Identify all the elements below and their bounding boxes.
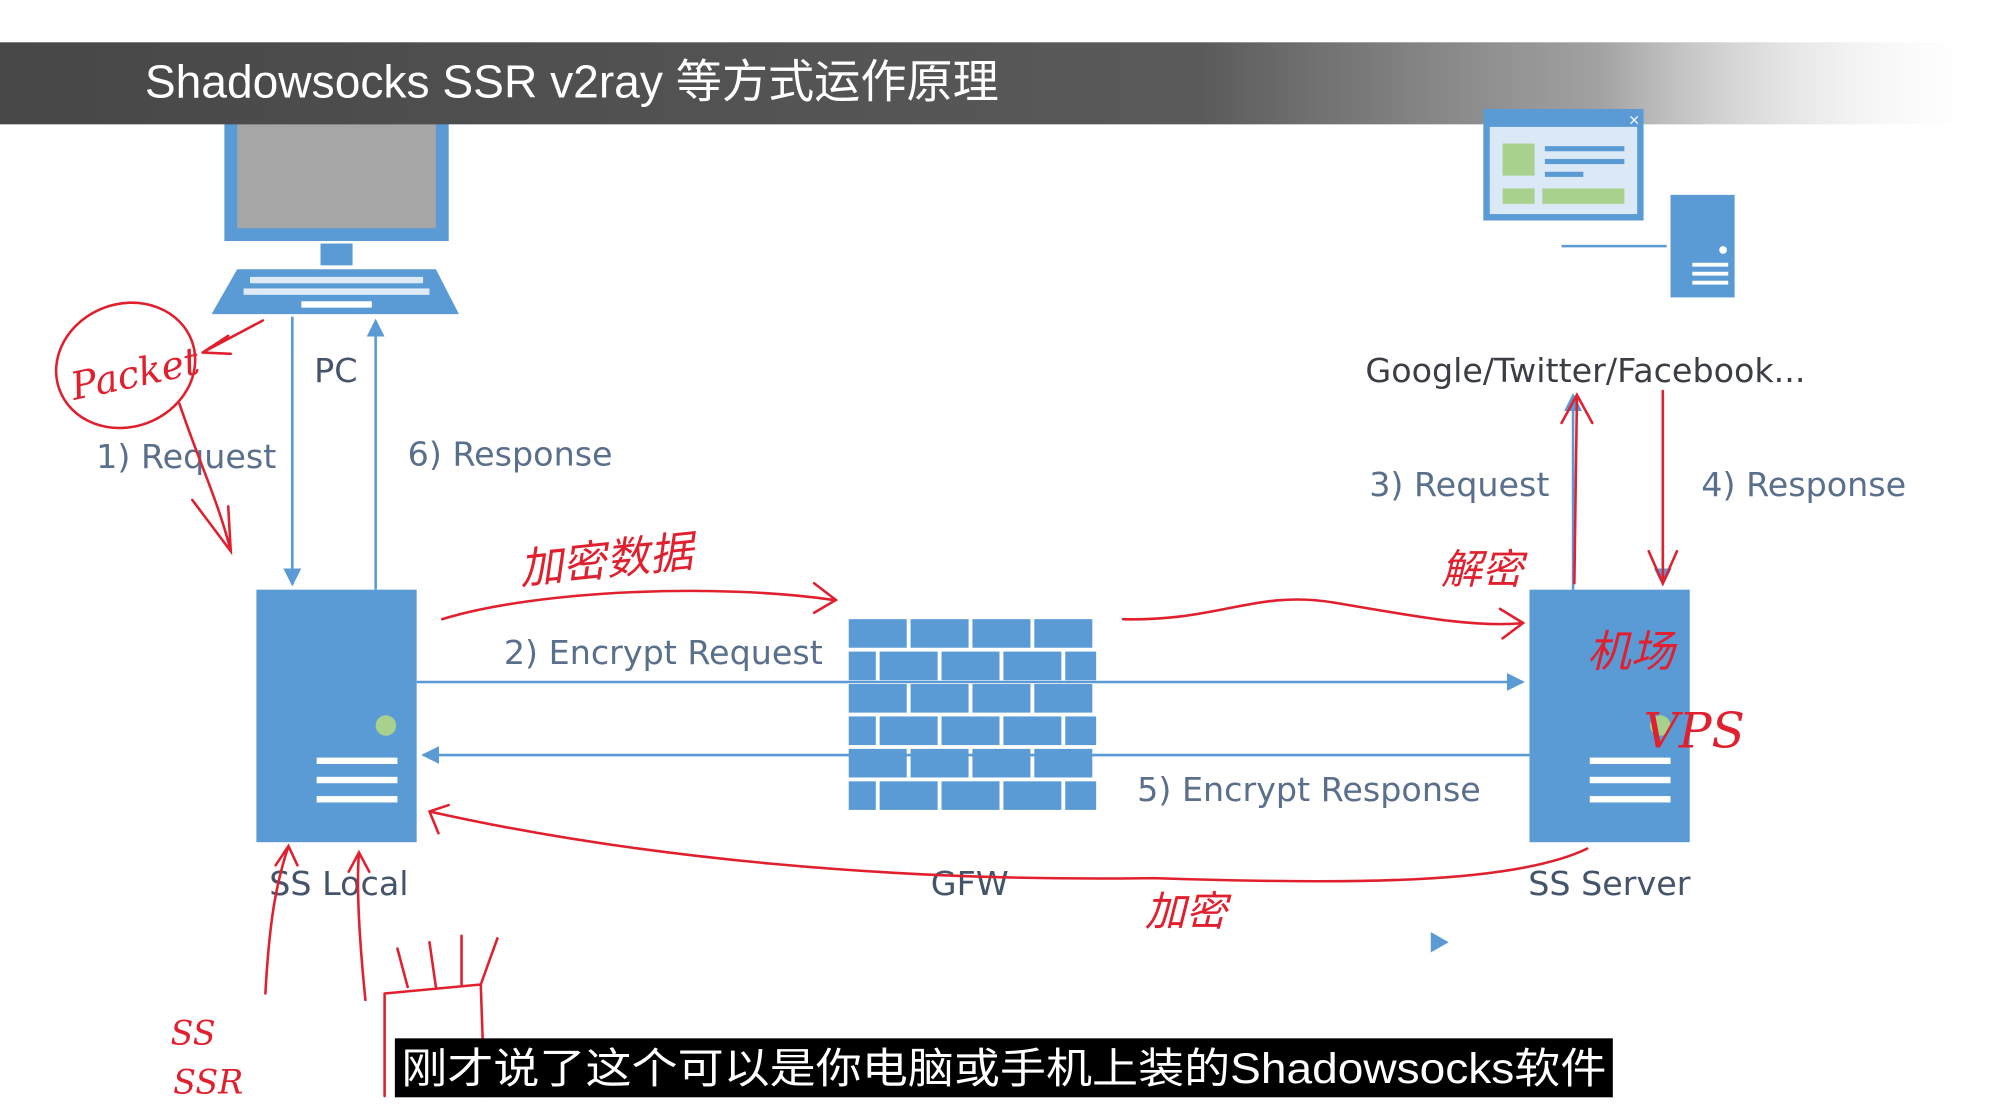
- gfw-label: GFW: [931, 864, 1009, 903]
- firewall-brick: [848, 684, 907, 713]
- firewall-brick: [941, 651, 1000, 681]
- firewall-brick: [910, 619, 969, 648]
- website-icon: ×: [1483, 108, 1644, 221]
- firewall-brick: [848, 781, 876, 810]
- firewall-brick: [879, 716, 938, 746]
- request1-label: 1) Request: [96, 437, 276, 476]
- annotation-ssr: SSR: [173, 1062, 243, 1101]
- firewall-brick: [941, 716, 1000, 746]
- ss-local-server-icon: [256, 589, 417, 843]
- firewall-brick: [910, 684, 969, 713]
- firewall-brick: [941, 781, 1000, 810]
- annotation-airport: 机场: [1587, 628, 1678, 678]
- annotation-vps: VPS: [1644, 703, 1745, 759]
- request3-label: 3) Request: [1369, 465, 1549, 504]
- pc-icon: [211, 96, 459, 315]
- packet-circle: [54, 301, 197, 430]
- response6-label: 6) Response: [408, 434, 613, 473]
- ss-local-label: SS Local: [269, 864, 408, 903]
- annotation-ss: SS: [171, 1014, 216, 1053]
- firewall-brick: [1034, 684, 1093, 713]
- encrypt-request-label: 2) Encrypt Request: [504, 633, 823, 672]
- svg-text:×: ×: [1628, 112, 1640, 128]
- firewall-brick: [1065, 716, 1097, 746]
- firewall-brick: [848, 619, 907, 648]
- firewall-brick: [1003, 716, 1062, 746]
- firewall-brick: [879, 651, 938, 681]
- pc-label: PC: [314, 351, 357, 390]
- ss-server-label: SS Server: [1528, 864, 1691, 903]
- firewall-brick: [1034, 748, 1093, 778]
- response4-label: 4) Response: [1701, 465, 1906, 504]
- firewall-brick: [1065, 651, 1097, 681]
- title-bar: [0, 42, 2000, 125]
- firewall-brick: [1034, 619, 1093, 648]
- web-server-icon: [1670, 194, 1735, 298]
- page-title: Shadowsocks SSR v2ray 等方式运作原理: [145, 55, 999, 107]
- ss-server-icon: [1529, 589, 1690, 843]
- firewall-brick: [972, 748, 1031, 778]
- sites-label: Google/Twitter/Facebook...: [1365, 351, 1805, 390]
- subtitle-text: 刚才说了这个可以是你电脑或手机上装的Shadowsocks软件: [401, 1045, 1606, 1092]
- firewall-brick: [1065, 781, 1097, 810]
- firewall-brick: [848, 716, 876, 746]
- firewall-brick: [972, 684, 1031, 713]
- subtitle-box: [394, 1038, 1613, 1098]
- annotation-decrypt: 解密: [1441, 545, 1528, 593]
- annotation-encrypt: 加密: [1145, 888, 1232, 936]
- encrypt-response-label: 5) Encrypt Response: [1137, 770, 1481, 809]
- firewall-brick: [879, 781, 938, 810]
- handwritten-annotations: Packet 加密数据 解密 机场 VPS 加密 SS SSR: [54, 301, 1745, 1101]
- firewall-brick: [910, 748, 969, 778]
- gfw-firewall-icon: [848, 619, 1097, 810]
- firewall-brick: [972, 619, 1031, 648]
- firewall-brick: [1003, 781, 1062, 810]
- play-triangle-icon: [1430, 931, 1449, 953]
- annotation-encrypt-data: 加密数据: [517, 527, 701, 596]
- firewall-brick: [1003, 651, 1062, 681]
- firewall-brick: [848, 748, 907, 778]
- firewall-brick: [848, 651, 876, 681]
- annotation-packet: Packet: [66, 339, 204, 410]
